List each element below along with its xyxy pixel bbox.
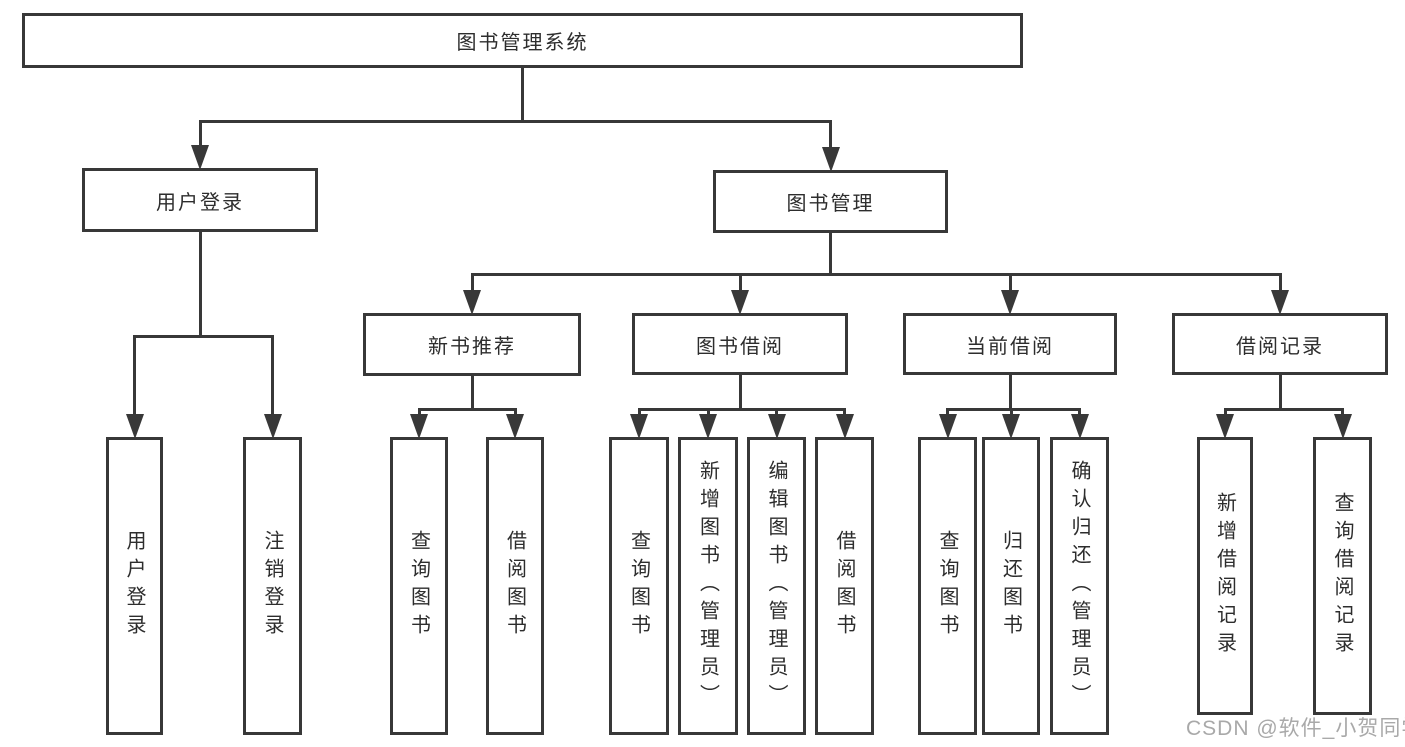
arrowhead-down-icon [263,414,282,439]
arrowhead-down-icon [699,414,717,439]
arrowhead-down-icon [938,414,957,439]
arrowhead-down-icon [835,414,854,439]
node-label-borrow: 图书借阅 [696,335,784,358]
arrowhead-down-icon [821,147,840,172]
connector-line [946,408,949,419]
connector-line [946,408,1081,411]
arrowhead-down-icon [1333,414,1352,439]
node-rc-query: 查询借阅记录 [1313,437,1372,715]
node-records: 借阅记录 [1172,313,1388,375]
node-label-root: 图书管理系统 [456,32,589,54]
node-nb-borrow: 借阅图书 [486,437,544,735]
node-cu-query: 查询图书 [918,437,977,735]
node-login: 用户登录 [82,168,318,232]
node-bw-edit: 编辑图书（管理员） [747,437,806,735]
node-label-rc-query: 查询借阅记录 [1331,492,1353,660]
node-bw-borrow: 借阅图书 [815,437,874,735]
node-leaf-user-login: 用户登录 [106,437,163,735]
connector-line [706,408,710,419]
connector-line [1008,273,1012,295]
node-label-bw-add: 新增图书（管理员） [696,460,719,712]
connector-line [843,408,846,419]
node-label-cu-confirm: 确认归还（管理员） [1068,460,1090,712]
node-label-bw-query: 查询图书 [627,530,650,642]
node-label-bw-borrow: 借阅图书 [833,530,855,642]
node-newbook: 新书推荐 [363,313,581,376]
connector-line [470,273,1282,276]
node-label-nb-query: 查询图书 [407,530,430,642]
node-label-login: 用户登录 [156,191,244,214]
node-rc-add: 新增借阅记录 [1197,437,1253,715]
arrowhead-down-icon [191,145,209,170]
connector-line [637,408,846,411]
node-label-records: 借阅记录 [1236,335,1324,358]
node-label-rc-add: 新增借阅记录 [1213,492,1236,660]
arrowhead-down-icon [410,414,428,439]
connector-line [1008,373,1012,408]
connector-line [198,230,202,335]
node-cu-return: 归还图书 [982,437,1040,735]
node-label-newbook: 新书推荐 [428,336,516,358]
arrowhead-down-icon [1002,414,1020,439]
arrowhead-down-icon [463,290,481,315]
node-label-leaf-user-login: 用户登录 [123,530,145,642]
arrowhead-down-icon [125,414,144,439]
arrowhead-down-icon [506,414,524,439]
arrowhead-down-icon [1070,414,1089,439]
connector-line [198,120,832,123]
node-cu-confirm: 确认归还（管理员） [1050,437,1109,735]
connector-line [637,408,641,419]
node-label-cu-return: 归还图书 [999,530,1022,642]
connector-line [271,335,274,419]
arrowhead-down-icon [767,414,786,439]
node-borrow: 图书借阅 [632,313,848,375]
connector-line [1278,273,1282,295]
node-leaf-logout: 注销登录 [243,437,302,735]
connector-line [738,373,742,408]
node-nb-query: 查询图书 [390,437,448,735]
connector-line [198,120,202,150]
connector-line [1223,408,1344,411]
node-label-current: 当前借阅 [966,335,1054,358]
connector-line [738,273,742,295]
connector-line [470,374,474,408]
connector-line [513,408,517,419]
arrowhead-down-icon [1001,290,1019,315]
connector-line [417,408,421,419]
node-current: 当前借阅 [903,313,1117,375]
node-bw-add: 新增图书（管理员） [678,437,738,735]
connector-line [1223,408,1227,419]
connector-line [470,273,474,295]
watermark: CSDN @软件_小贺同学 [1186,717,1405,740]
arrowhead-down-icon [1216,414,1234,439]
node-root: 图书管理系统 [22,13,1023,68]
node-label-cu-query: 查询图书 [936,530,958,642]
node-label-mgmt: 图书管理 [786,193,875,215]
connector-line [829,120,832,152]
connector-line [829,231,832,273]
arrowhead-down-icon [731,290,749,315]
node-mgmt: 图书管理 [713,170,948,233]
connector-line [133,335,136,419]
connector-line [1341,408,1344,419]
connector-line [1009,408,1013,419]
arrowhead-down-icon [1271,290,1289,315]
connector-line [1278,373,1282,408]
node-label-bw-edit: 编辑图书（管理员） [765,460,787,712]
connector-line [1078,408,1081,419]
connector-line [133,335,274,338]
arrowhead-down-icon [630,414,648,439]
node-label-leaf-logout: 注销登录 [261,530,283,642]
connector-line [417,408,517,411]
connector-line [521,66,524,120]
connector-line [775,408,778,419]
node-bw-query: 查询图书 [609,437,669,735]
node-label-nb-borrow: 借阅图书 [503,530,526,642]
